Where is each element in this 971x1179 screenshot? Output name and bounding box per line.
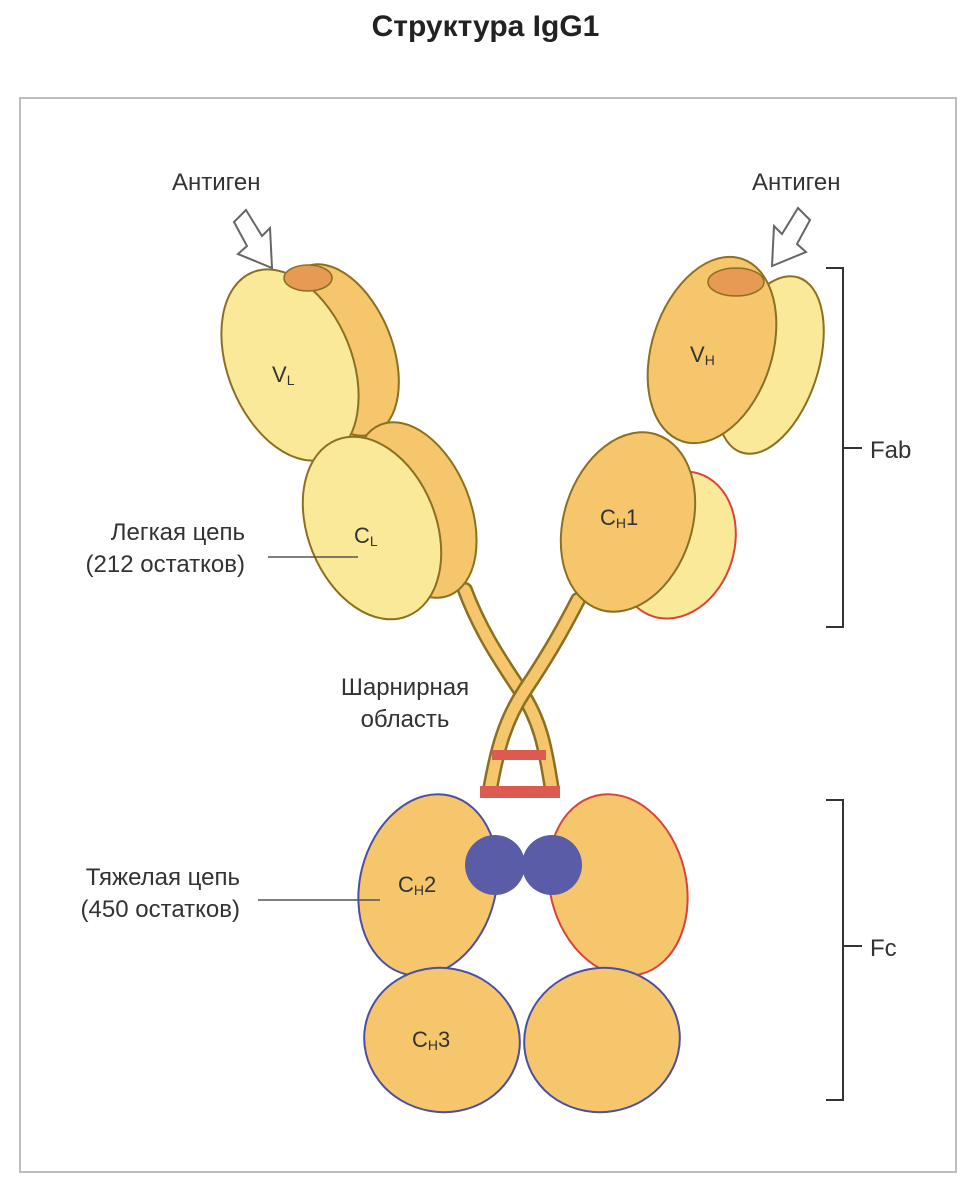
carbohydrate-right (522, 835, 582, 895)
chain-annotations: Легкая цепь (212 остатков) Шарнирная обл… (81, 519, 470, 923)
hinge-label: Шарнирная (341, 674, 469, 701)
left-fab-arm: VL CL (220, 263, 478, 621)
disulfide-bond-2 (480, 786, 560, 798)
light-chain-label: Легкая цепь (111, 519, 245, 546)
antigen-annotations: Антиген Антиген (172, 169, 841, 270)
right-fab-arm: VH CH1 (559, 255, 825, 620)
ch1-domain (559, 431, 697, 613)
ch1-label: CH1 (600, 505, 638, 531)
antigen-binding-site-left (283, 264, 333, 292)
antigen-arrow-right-icon (770, 206, 812, 268)
hinge-label-2: область (361, 706, 450, 733)
vh-domain (646, 255, 778, 445)
heavy-chain-label: Тяжелая цепь (86, 864, 240, 891)
antigen-label-right: Антиген (752, 169, 841, 196)
ch2-domain-right (547, 793, 689, 977)
fc-bracket (826, 799, 844, 1101)
vh-label: VH (690, 342, 715, 368)
carbohydrate-left (465, 835, 525, 895)
fab-label: Fab (870, 437, 911, 464)
ch3-domain-right (523, 966, 681, 1114)
fc-region: CH2 CH3 (357, 793, 689, 1114)
antigen-binding-site-right (707, 267, 765, 297)
antigen-arrow-left-icon (232, 208, 274, 270)
cl-domain (301, 435, 443, 621)
vl-label: VL (272, 362, 295, 388)
heavy-chain-residues: (450 остатков) (81, 896, 240, 923)
ch3-label: CH3 (412, 1027, 450, 1053)
hinge-region (457, 582, 586, 798)
region-brackets: Fab Fc (826, 267, 911, 1101)
cl-label: CL (354, 523, 378, 549)
antigen-label-left: Антиген (172, 169, 261, 196)
fc-label: Fc (870, 935, 897, 962)
light-chain-residues: (212 остатков) (86, 551, 245, 578)
disulfide-bond-1 (492, 750, 546, 760)
ch2-label: CH2 (398, 872, 436, 898)
ch3-domain-left (363, 966, 521, 1114)
diagram-title: Структура IgG1 (371, 10, 600, 43)
